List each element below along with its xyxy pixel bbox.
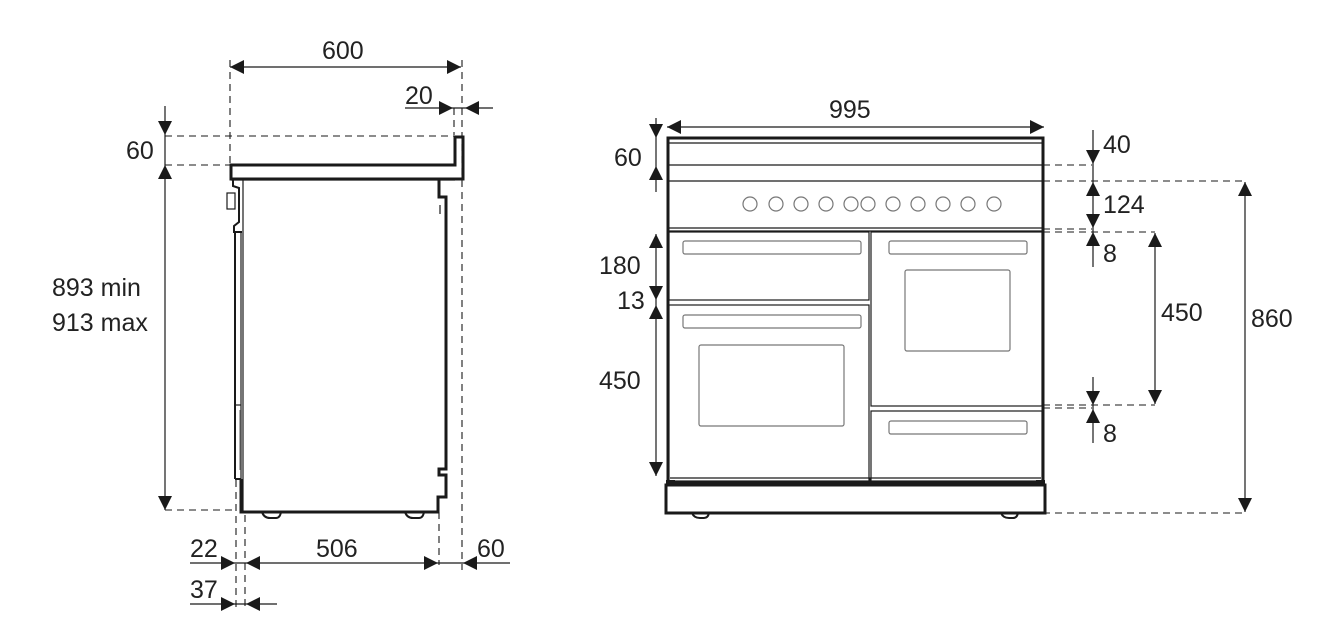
side-height-max-label: 913 max xyxy=(52,309,148,337)
knob-icon xyxy=(793,196,809,212)
left-oven-door xyxy=(668,304,870,482)
right-bottom-drawer xyxy=(870,410,1043,482)
front-right-oven-label: 450 xyxy=(1161,299,1203,327)
knob-icon xyxy=(935,196,951,212)
drawer-handle xyxy=(888,420,1028,435)
oven-window xyxy=(904,269,1011,352)
oven-handle xyxy=(888,240,1028,255)
knob-icon xyxy=(986,196,1002,212)
front-width-label: 995 xyxy=(829,96,871,124)
drawer-handle xyxy=(682,240,862,255)
side-door-offset-label: 22 xyxy=(190,535,218,563)
front-top-drawer-label: 180 xyxy=(599,252,641,280)
control-knobs xyxy=(742,196,1002,212)
knob-icon xyxy=(860,196,876,212)
arrow-left-icon xyxy=(230,60,244,74)
left-top-drawer xyxy=(668,231,870,301)
side-view xyxy=(158,60,510,611)
side-control-offset-label: 37 xyxy=(190,576,218,604)
front-view xyxy=(649,118,1252,519)
knob-icon xyxy=(910,196,926,212)
oven-window xyxy=(698,344,845,427)
front-top-gap-label: 40 xyxy=(1103,131,1131,159)
oven-handle xyxy=(682,314,862,329)
front-total-height-label: 860 xyxy=(1251,305,1293,333)
front-gap-lower-label: 8 xyxy=(1103,420,1117,448)
knob-icon xyxy=(818,196,834,212)
knob-icon xyxy=(960,196,976,212)
side-body-depth-label: 506 xyxy=(316,535,358,563)
front-backguard-height-label: 60 xyxy=(614,144,642,172)
knob-icon xyxy=(885,196,901,212)
side-height-min-label: 893 min xyxy=(52,274,141,302)
arrow-right-icon xyxy=(447,60,461,74)
knob-icon xyxy=(768,196,784,212)
knob-icon xyxy=(843,196,859,212)
side-backguard-depth-label: 20 xyxy=(405,82,433,110)
front-control-panel-label: 124 xyxy=(1103,191,1145,219)
side-width-label: 600 xyxy=(322,37,364,65)
side-backguard-height-label: 60 xyxy=(126,137,154,165)
right-oven-door xyxy=(870,231,1043,407)
side-rear-clearance-label: 60 xyxy=(477,535,505,563)
knob-icon xyxy=(742,196,758,212)
front-mid-gap-label: 13 xyxy=(617,287,645,315)
front-gap-upper-label: 8 xyxy=(1103,240,1117,268)
front-left-oven-label: 450 xyxy=(599,367,641,395)
